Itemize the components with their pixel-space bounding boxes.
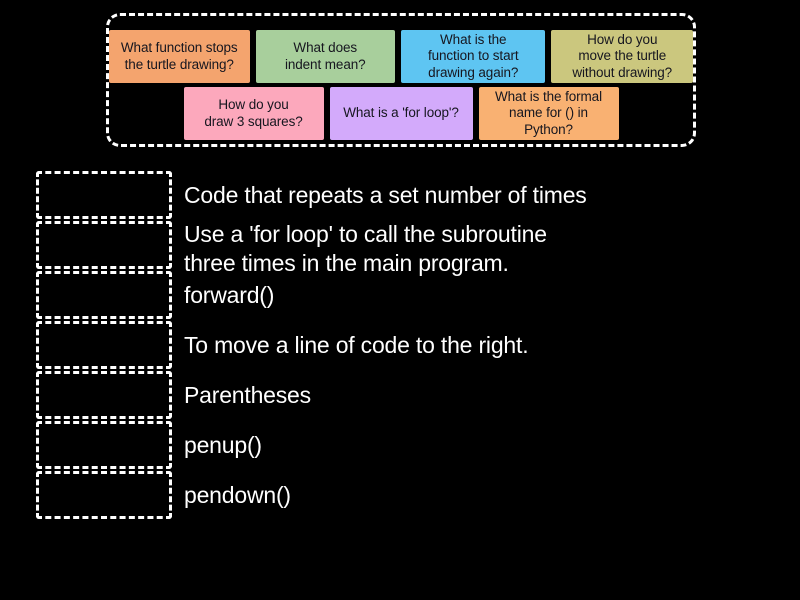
- answer-text: penup(): [184, 431, 262, 458]
- drop-zone[interactable]: [36, 471, 172, 519]
- tile-bank-row-2: How do you draw 3 squares?What is a 'for…: [109, 87, 693, 140]
- answer-text: pendown(): [184, 481, 291, 508]
- drop-zone[interactable]: [36, 421, 172, 469]
- answer-row: pendown(): [36, 471, 776, 519]
- tile-bank: What function stops the turtle drawing?W…: [106, 13, 696, 147]
- tile-bank-row-1: What function stops the turtle drawing?W…: [109, 30, 693, 83]
- answer-text: Use a 'for loop' to call the subroutine …: [184, 221, 547, 276]
- answer-row: Code that repeats a set number of times: [36, 171, 776, 219]
- drop-zone[interactable]: [36, 321, 172, 369]
- answer-row: To move a line of code to the right.: [36, 321, 776, 369]
- answer-row: forward(): [36, 271, 776, 319]
- answer-text: forward(): [184, 281, 275, 308]
- answer-text: To move a line of code to the right.: [184, 331, 529, 358]
- drop-zone[interactable]: [36, 271, 172, 319]
- drop-zone[interactable]: [36, 171, 172, 219]
- answer-row: penup(): [36, 421, 776, 469]
- question-tile[interactable]: What is a 'for loop'?: [329, 87, 473, 140]
- question-tile[interactable]: How do you draw 3 squares?: [183, 87, 324, 140]
- question-tile[interactable]: What is the function to start drawing ag…: [401, 30, 546, 83]
- drop-zone[interactable]: [36, 221, 172, 269]
- question-tile[interactable]: How do you move the turtle without drawi…: [551, 30, 693, 83]
- answer-row: Use a 'for loop' to call the subroutine …: [36, 221, 776, 276]
- answer-row: Parentheses: [36, 371, 776, 419]
- drop-zone[interactable]: [36, 371, 172, 419]
- question-tile[interactable]: What is the formal name for () in Python…: [478, 87, 619, 140]
- question-tile[interactable]: What function stops the turtle drawing?: [109, 30, 250, 83]
- answer-text: Parentheses: [184, 381, 311, 408]
- question-tile[interactable]: What does indent mean?: [255, 30, 395, 83]
- answer-text: Code that repeats a set number of times: [184, 181, 587, 208]
